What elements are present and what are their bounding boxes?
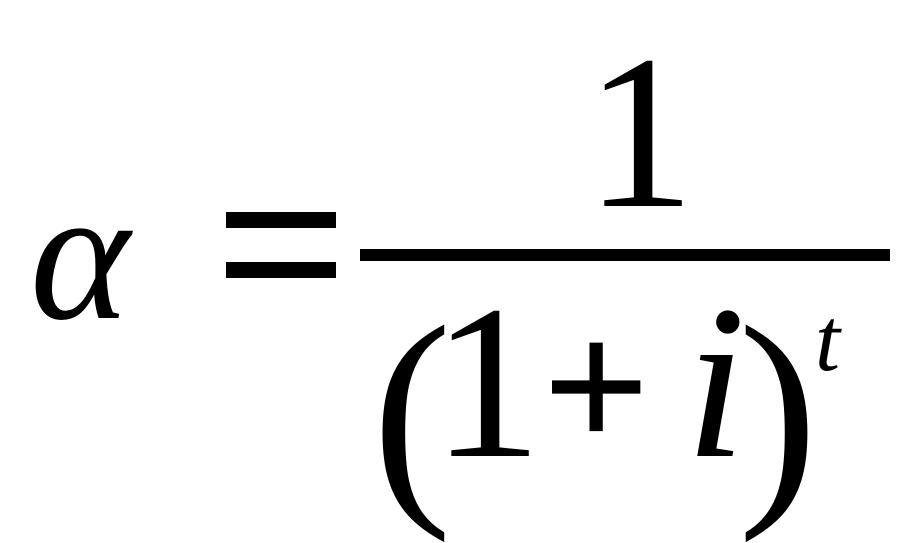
alpha-symbol: α: [30, 150, 130, 360]
equals-bar-bottom: [226, 262, 336, 278]
close-paren: ): [738, 277, 818, 543]
numerator: 1: [585, 10, 695, 254]
fraction-bar: [360, 249, 890, 261]
time-exponent: t: [815, 291, 841, 390]
denominator-one: 1: [432, 260, 542, 504]
equals-bar-top: [226, 212, 336, 228]
interest-rate-variable: i: [685, 260, 747, 504]
open-paren: (: [372, 277, 452, 543]
plus-sign: +: [542, 282, 651, 492]
